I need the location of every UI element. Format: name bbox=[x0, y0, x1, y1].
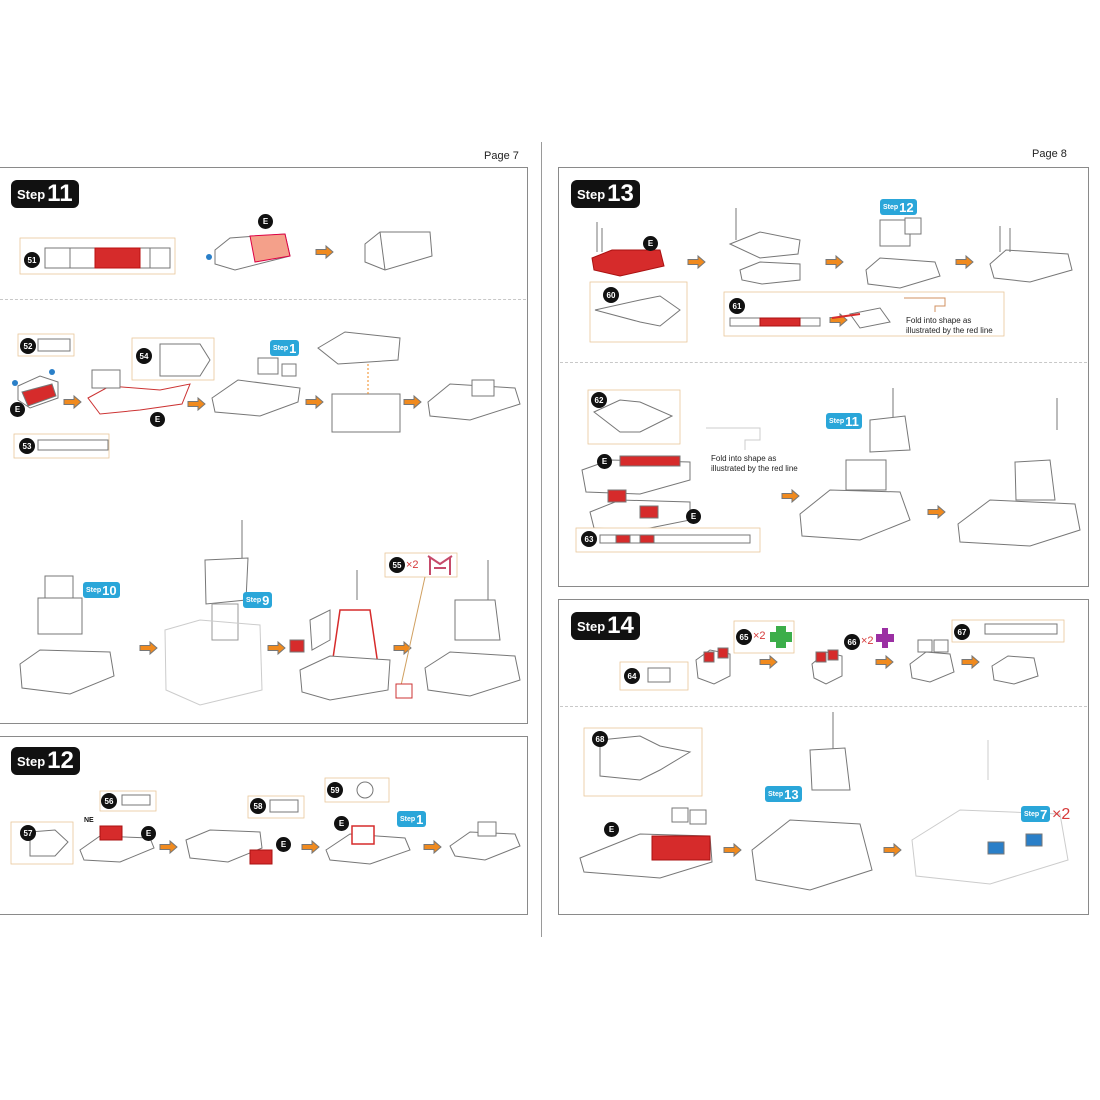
page-label-left: Page 7 bbox=[484, 150, 519, 162]
part-number-59: 59 bbox=[327, 782, 343, 798]
ref-word: Step bbox=[86, 586, 102, 594]
ref-word: Step bbox=[829, 417, 845, 425]
section-divider bbox=[560, 706, 1087, 707]
step-number: 11 bbox=[47, 180, 73, 207]
e-marker: E bbox=[597, 454, 612, 469]
fold-note-line: Fold into shape as bbox=[906, 316, 972, 325]
multiplier-66: ×2 bbox=[861, 635, 874, 647]
e-marker: E bbox=[276, 837, 291, 852]
step-word: Step bbox=[577, 618, 606, 634]
e-marker: E bbox=[643, 236, 658, 251]
multiplier-65: ×2 bbox=[753, 630, 766, 642]
part-number-51: 51 bbox=[24, 252, 40, 268]
ref-number: 10 bbox=[102, 582, 117, 598]
part-number-67: 67 bbox=[954, 624, 970, 640]
part-number-62: 62 bbox=[591, 392, 607, 408]
part-number-65: 65 bbox=[736, 629, 752, 645]
section-divider bbox=[0, 299, 526, 300]
step-word: Step bbox=[17, 186, 46, 202]
part-number-55: 55 bbox=[389, 557, 405, 573]
ref-word: Step bbox=[1024, 810, 1040, 818]
ref-number: 13 bbox=[784, 786, 799, 802]
e-marker: E bbox=[604, 822, 619, 837]
step-word: Step bbox=[17, 753, 46, 769]
section-divider bbox=[560, 362, 1087, 363]
ref-word: Step bbox=[273, 344, 289, 352]
part-number-52: 52 bbox=[20, 338, 36, 354]
ref-number: 12 bbox=[899, 199, 914, 215]
e-marker: E bbox=[334, 816, 349, 831]
step-number: 13 bbox=[607, 180, 634, 207]
ref-number: 7 bbox=[1040, 806, 1048, 822]
step-number: 12 bbox=[47, 747, 74, 774]
part-number-57: 57 bbox=[20, 825, 36, 841]
part-number-61: 61 bbox=[729, 298, 745, 314]
fold-note-line: Fold into shape as bbox=[711, 454, 777, 463]
ref-number: 9 bbox=[262, 592, 270, 608]
ref-number: 11 bbox=[845, 413, 859, 429]
ref-word: Step bbox=[883, 203, 899, 211]
page-label-right: Page 8 bbox=[1032, 148, 1067, 160]
fold-note-62: Fold into shape as illustrated by the re… bbox=[711, 454, 798, 474]
e-marker: E bbox=[258, 214, 273, 229]
ref-number: 1 bbox=[416, 811, 424, 827]
e-marker: E bbox=[10, 402, 25, 417]
part-number-64: 64 bbox=[624, 668, 640, 684]
page-divider bbox=[541, 142, 542, 937]
part-number-60: 60 bbox=[603, 287, 619, 303]
step-word: Step bbox=[577, 186, 606, 202]
e-marker: E bbox=[150, 412, 165, 427]
ref-word: Step bbox=[246, 596, 262, 604]
panel-step-12 bbox=[0, 736, 528, 915]
part-number-53: 53 bbox=[19, 438, 35, 454]
part-number-63: 63 bbox=[581, 531, 597, 547]
ne-label: NE bbox=[84, 817, 94, 824]
e-marker: E bbox=[141, 826, 156, 841]
ref-word: Step bbox=[400, 815, 416, 823]
fold-note-line: illustrated by the red line bbox=[906, 326, 993, 335]
part-number-54: 54 bbox=[136, 348, 152, 364]
part-number-56: 56 bbox=[101, 793, 117, 809]
multiplier-55: ×2 bbox=[406, 559, 419, 571]
fold-note-line: illustrated by the red line bbox=[711, 464, 798, 473]
multiplier-step-7: ×2 bbox=[1052, 806, 1071, 823]
part-number-58: 58 bbox=[250, 798, 266, 814]
e-marker: E bbox=[686, 509, 701, 524]
ref-number: 1 bbox=[289, 340, 297, 356]
part-number-68: 68 bbox=[592, 731, 608, 747]
fold-note-61: Fold into shape as illustrated by the re… bbox=[906, 316, 993, 336]
part-number-66: 66 bbox=[844, 634, 860, 650]
ref-word: Step bbox=[768, 790, 784, 798]
step-number: 14 bbox=[607, 612, 634, 639]
